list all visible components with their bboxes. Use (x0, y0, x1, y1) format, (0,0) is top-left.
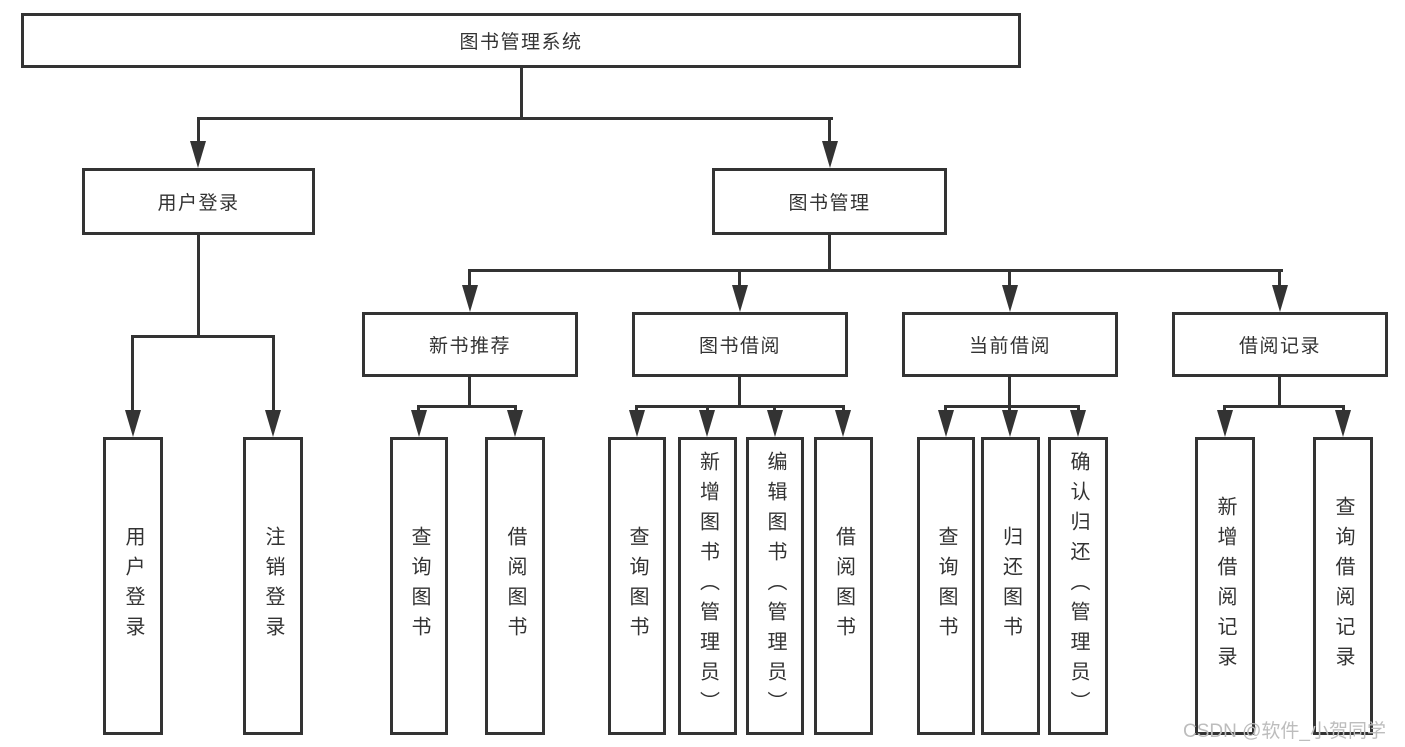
connector-arrowhead (462, 285, 478, 312)
connector-line (131, 335, 134, 412)
watermark-text: CSDN @软件_小贺同学 (1183, 721, 1386, 742)
connector-arrowhead (767, 410, 783, 437)
leaf-label: 归还图书 (999, 526, 1022, 646)
connector-arrowhead (265, 410, 281, 437)
leaf-query-books-recommend: 查询图书 (390, 437, 448, 735)
connector-line (468, 377, 471, 408)
connector-line (773, 405, 776, 413)
connector-arrowhead (938, 410, 954, 437)
node-library-management-system: 图书管理系统 (21, 13, 1021, 68)
connector-line (1077, 405, 1080, 413)
connector-arrowhead (411, 410, 427, 437)
leaf-label: 查询借阅记录 (1332, 496, 1354, 676)
node-borrow-records: 借阅记录 (1172, 312, 1388, 377)
connector-line (635, 405, 845, 408)
connector-line (1008, 269, 1011, 288)
leaf-label: 借阅图书 (832, 526, 855, 646)
leaf-borrow-books: 借阅图书 (814, 437, 873, 735)
connector-line (738, 377, 741, 408)
leaf-edit-books-admin: 编辑图书（管理员） (746, 437, 804, 735)
leaf-label: 新增图书（管理员） (696, 451, 719, 721)
connector-arrowhead (1272, 285, 1288, 312)
connector-line (417, 405, 517, 408)
connector-line (1008, 377, 1011, 408)
connector-line (417, 405, 420, 413)
leaf-add-borrow-record: 新增借阅记录 (1195, 437, 1255, 735)
leaf-label: 查询图书 (408, 526, 430, 646)
leaf-label: 注销登录 (262, 526, 284, 646)
connector-arrowhead (822, 141, 838, 168)
node-label: 新书推荐 (428, 336, 511, 357)
connector-arrowhead (1002, 410, 1018, 437)
leaf-label: 确认归还（管理员） (1067, 451, 1089, 721)
leaf-label: 编辑图书（管理员） (764, 451, 786, 721)
leaf-label: 查询图书 (626, 526, 648, 646)
connector-line (738, 269, 741, 288)
connector-line (944, 405, 947, 413)
connector-line (197, 235, 200, 338)
connector-line (514, 405, 517, 413)
leaf-query-books-borrow: 查询图书 (608, 437, 666, 735)
leaf-borrow-books-recommend: 借阅图书 (485, 437, 545, 735)
connector-line (1223, 405, 1345, 408)
leaf-label: 查询图书 (935, 526, 957, 646)
leaf-return-books: 归还图书 (981, 437, 1040, 735)
connector-arrowhead (1217, 410, 1233, 437)
connector-arrowhead (1335, 410, 1351, 437)
connector-line (828, 117, 831, 145)
leaf-add-books-admin: 新增图书（管理员） (678, 437, 737, 735)
connector-arrowhead (125, 410, 141, 437)
connector-arrowhead (507, 410, 523, 437)
connector-arrowhead (1070, 410, 1086, 437)
connector-line (131, 335, 275, 338)
connector-line (706, 405, 709, 413)
node-user-login: 用户登录 (82, 168, 315, 235)
connector-line (1342, 405, 1345, 413)
connector-arrowhead (190, 141, 206, 168)
leaf-logout: 注销登录 (243, 437, 303, 735)
connector-arrowhead (835, 410, 851, 437)
leaf-query-borrow-record: 查询借阅记录 (1313, 437, 1373, 735)
connector-line (828, 235, 831, 272)
connector-line (197, 117, 833, 120)
connector-line (272, 335, 275, 412)
node-label: 借阅记录 (1238, 336, 1321, 357)
leaf-confirm-return-admin: 确认归还（管理员） (1048, 437, 1108, 735)
leaf-label: 新增借阅记录 (1214, 496, 1236, 676)
connector-arrowhead (732, 285, 748, 312)
node-label: 当前借阅 (968, 336, 1051, 357)
connector-line (944, 405, 1080, 408)
node-book-management: 图书管理 (712, 168, 947, 235)
connector-line (1008, 405, 1011, 413)
connector-line (197, 117, 200, 145)
leaf-user-login: 用户登录 (103, 437, 163, 735)
connector-arrowhead (1002, 285, 1018, 312)
connector-line (1223, 405, 1226, 413)
connector-arrowhead (629, 410, 645, 437)
node-label: 图书管理 (788, 193, 871, 214)
node-label: 图书借阅 (698, 336, 781, 357)
connector-line (842, 405, 845, 413)
connector-line (1278, 269, 1281, 288)
connector-line (635, 405, 638, 413)
node-label: 图书管理系统 (459, 32, 583, 53)
node-current-borrow: 当前借阅 (902, 312, 1118, 377)
leaf-query-books-current: 查询图书 (917, 437, 975, 735)
node-book-borrow: 图书借阅 (632, 312, 848, 377)
connector-line (468, 269, 471, 288)
connector-line (468, 269, 1283, 272)
node-label: 用户登录 (157, 193, 240, 214)
node-new-book-recommend: 新书推荐 (362, 312, 578, 377)
leaf-label: 用户登录 (122, 526, 144, 646)
leaf-label: 借阅图书 (504, 526, 526, 646)
connector-line (1278, 377, 1281, 408)
connector-arrowhead (699, 410, 715, 437)
connector-line (520, 68, 523, 120)
